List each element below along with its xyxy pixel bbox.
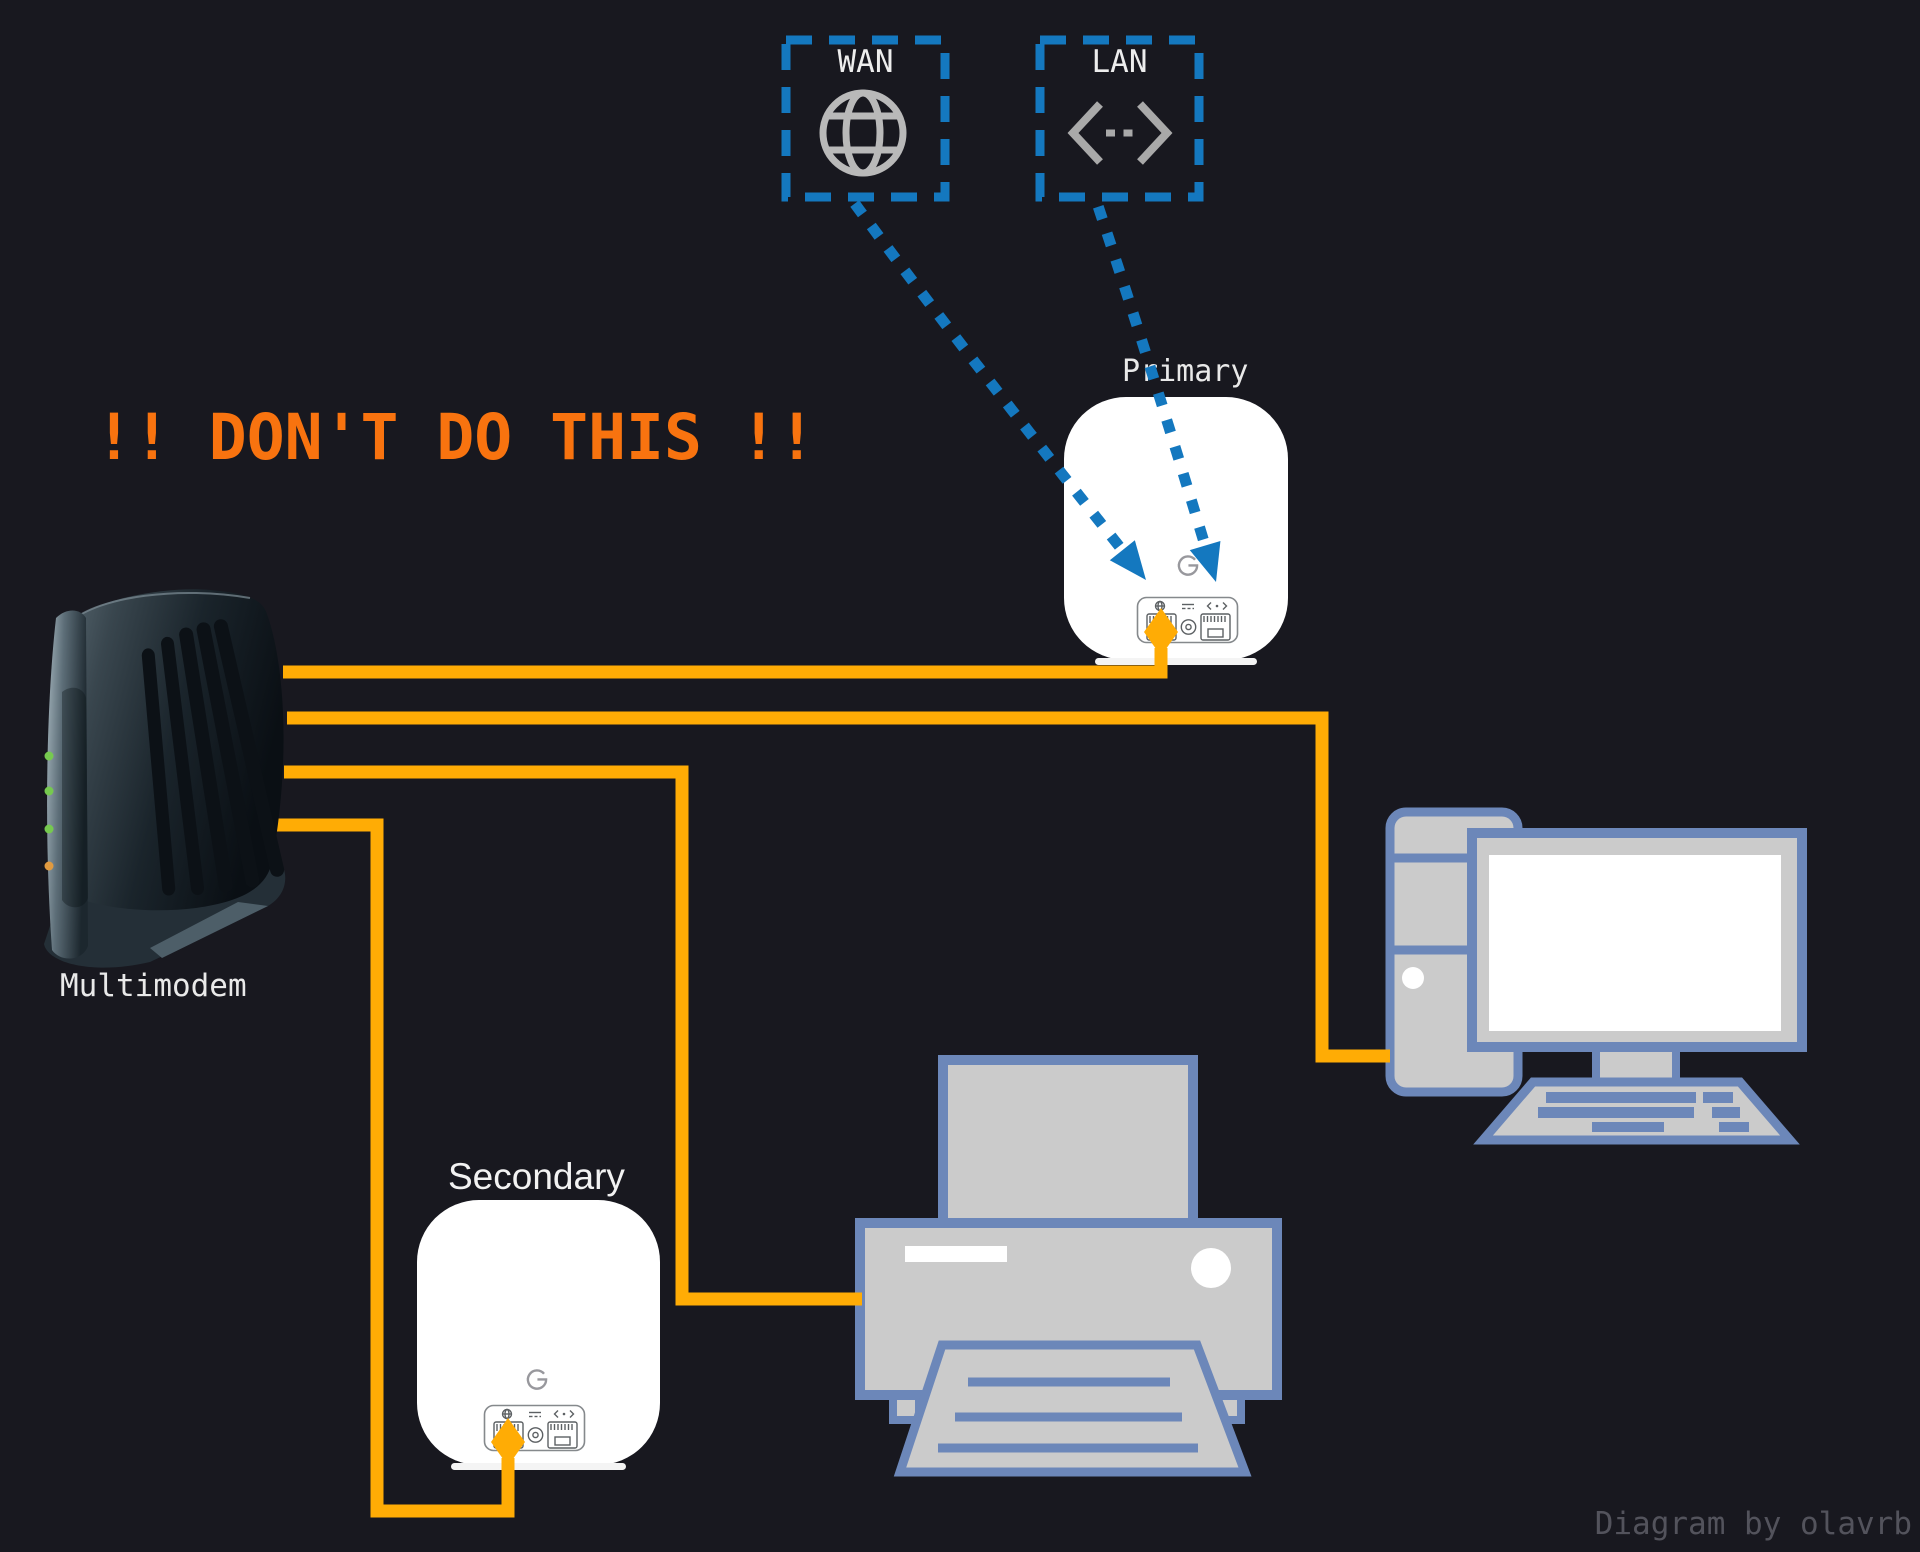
printer-paper-tray	[938, 1055, 1198, 1232]
wan-ethernet-port	[1146, 613, 1177, 641]
monitor	[1467, 828, 1807, 1052]
power-icon	[529, 1411, 541, 1418]
wan-zone-box	[781, 35, 950, 202]
keyboard	[1473, 1077, 1800, 1145]
primary-router	[1064, 397, 1288, 665]
printer-button	[1191, 1248, 1231, 1288]
lan-link-icon	[1067, 101, 1173, 165]
led-green	[44, 751, 54, 761]
modem-vents	[141, 619, 285, 896]
warning-text: !! DON'T DO THIS !!	[95, 401, 816, 474]
secondary-router	[417, 1200, 660, 1470]
modem-label: Multimodem	[60, 968, 247, 1004]
printer-output-slot	[905, 1246, 1007, 1262]
lan-zone-box	[1035, 35, 1204, 202]
wan-zone-label: WAN	[837, 44, 894, 80]
secondary-port-panel	[483, 1404, 586, 1452]
cable-modem-to-secondary-wan	[268, 818, 515, 1518]
primary-port-panel	[1136, 596, 1239, 644]
printer-body	[855, 1218, 1282, 1400]
g-logo-icon	[1177, 555, 1199, 576]
lan-ethernet-port	[1200, 613, 1231, 641]
led-orange	[44, 861, 54, 871]
cable-modem-to-computer	[287, 711, 1390, 1063]
lan-to-primary-dotted-arrow	[1093, 205, 1223, 589]
lan-zone-label: LAN	[1091, 44, 1148, 80]
monitor-stand	[1592, 1036, 1680, 1089]
globe-icon	[819, 89, 907, 177]
power-jack	[527, 1427, 544, 1443]
printed-page	[893, 1340, 1252, 1477]
wan-globe-icon	[501, 1408, 513, 1420]
computer-tower	[1385, 807, 1523, 1097]
wan-globe-icon	[1154, 600, 1166, 612]
modem-base-highlight	[150, 902, 268, 958]
keyboard-keys	[1538, 1092, 1749, 1132]
led-green	[44, 786, 54, 796]
lan-link-icon	[553, 1410, 575, 1418]
primary-router-label: Primary	[1122, 354, 1249, 389]
printer-foot	[889, 1386, 923, 1424]
modem-led-recess	[62, 687, 88, 908]
cable-modem-to-primary-wan	[283, 648, 1168, 679]
printer-foot	[1211, 1386, 1245, 1424]
modem-front-pillar	[47, 610, 88, 959]
tower-power-button	[1402, 967, 1424, 989]
modem-body	[54, 589, 284, 911]
monitor-screen	[1489, 855, 1781, 1031]
lan-link-icon	[1206, 602, 1228, 610]
power-jack	[1180, 619, 1197, 635]
modem-base	[44, 848, 286, 968]
wan-ethernet-port	[493, 1421, 524, 1449]
cable-modem-to-printer	[284, 765, 862, 1306]
cable-plug-arrow-primary	[1144, 608, 1178, 656]
credit-text: Diagram by olavrb	[1594, 1506, 1912, 1542]
g-logo-icon	[526, 1369, 548, 1390]
lan-ethernet-port	[547, 1421, 578, 1449]
printer	[855, 1055, 1282, 1477]
printed-page-text-lines	[938, 1377, 1198, 1453]
desktop-computer	[1385, 807, 1807, 1145]
modem-status-leds	[44, 751, 54, 871]
secondary-router-label: Secondary	[448, 1156, 625, 1197]
cable-plug-arrow-secondary	[491, 1418, 525, 1466]
modem-top-seam	[69, 591, 251, 623]
power-icon	[1182, 603, 1194, 610]
modem-graphic	[44, 589, 286, 968]
led-green	[44, 824, 54, 834]
wan-to-primary-dotted-arrow	[850, 200, 1154, 588]
